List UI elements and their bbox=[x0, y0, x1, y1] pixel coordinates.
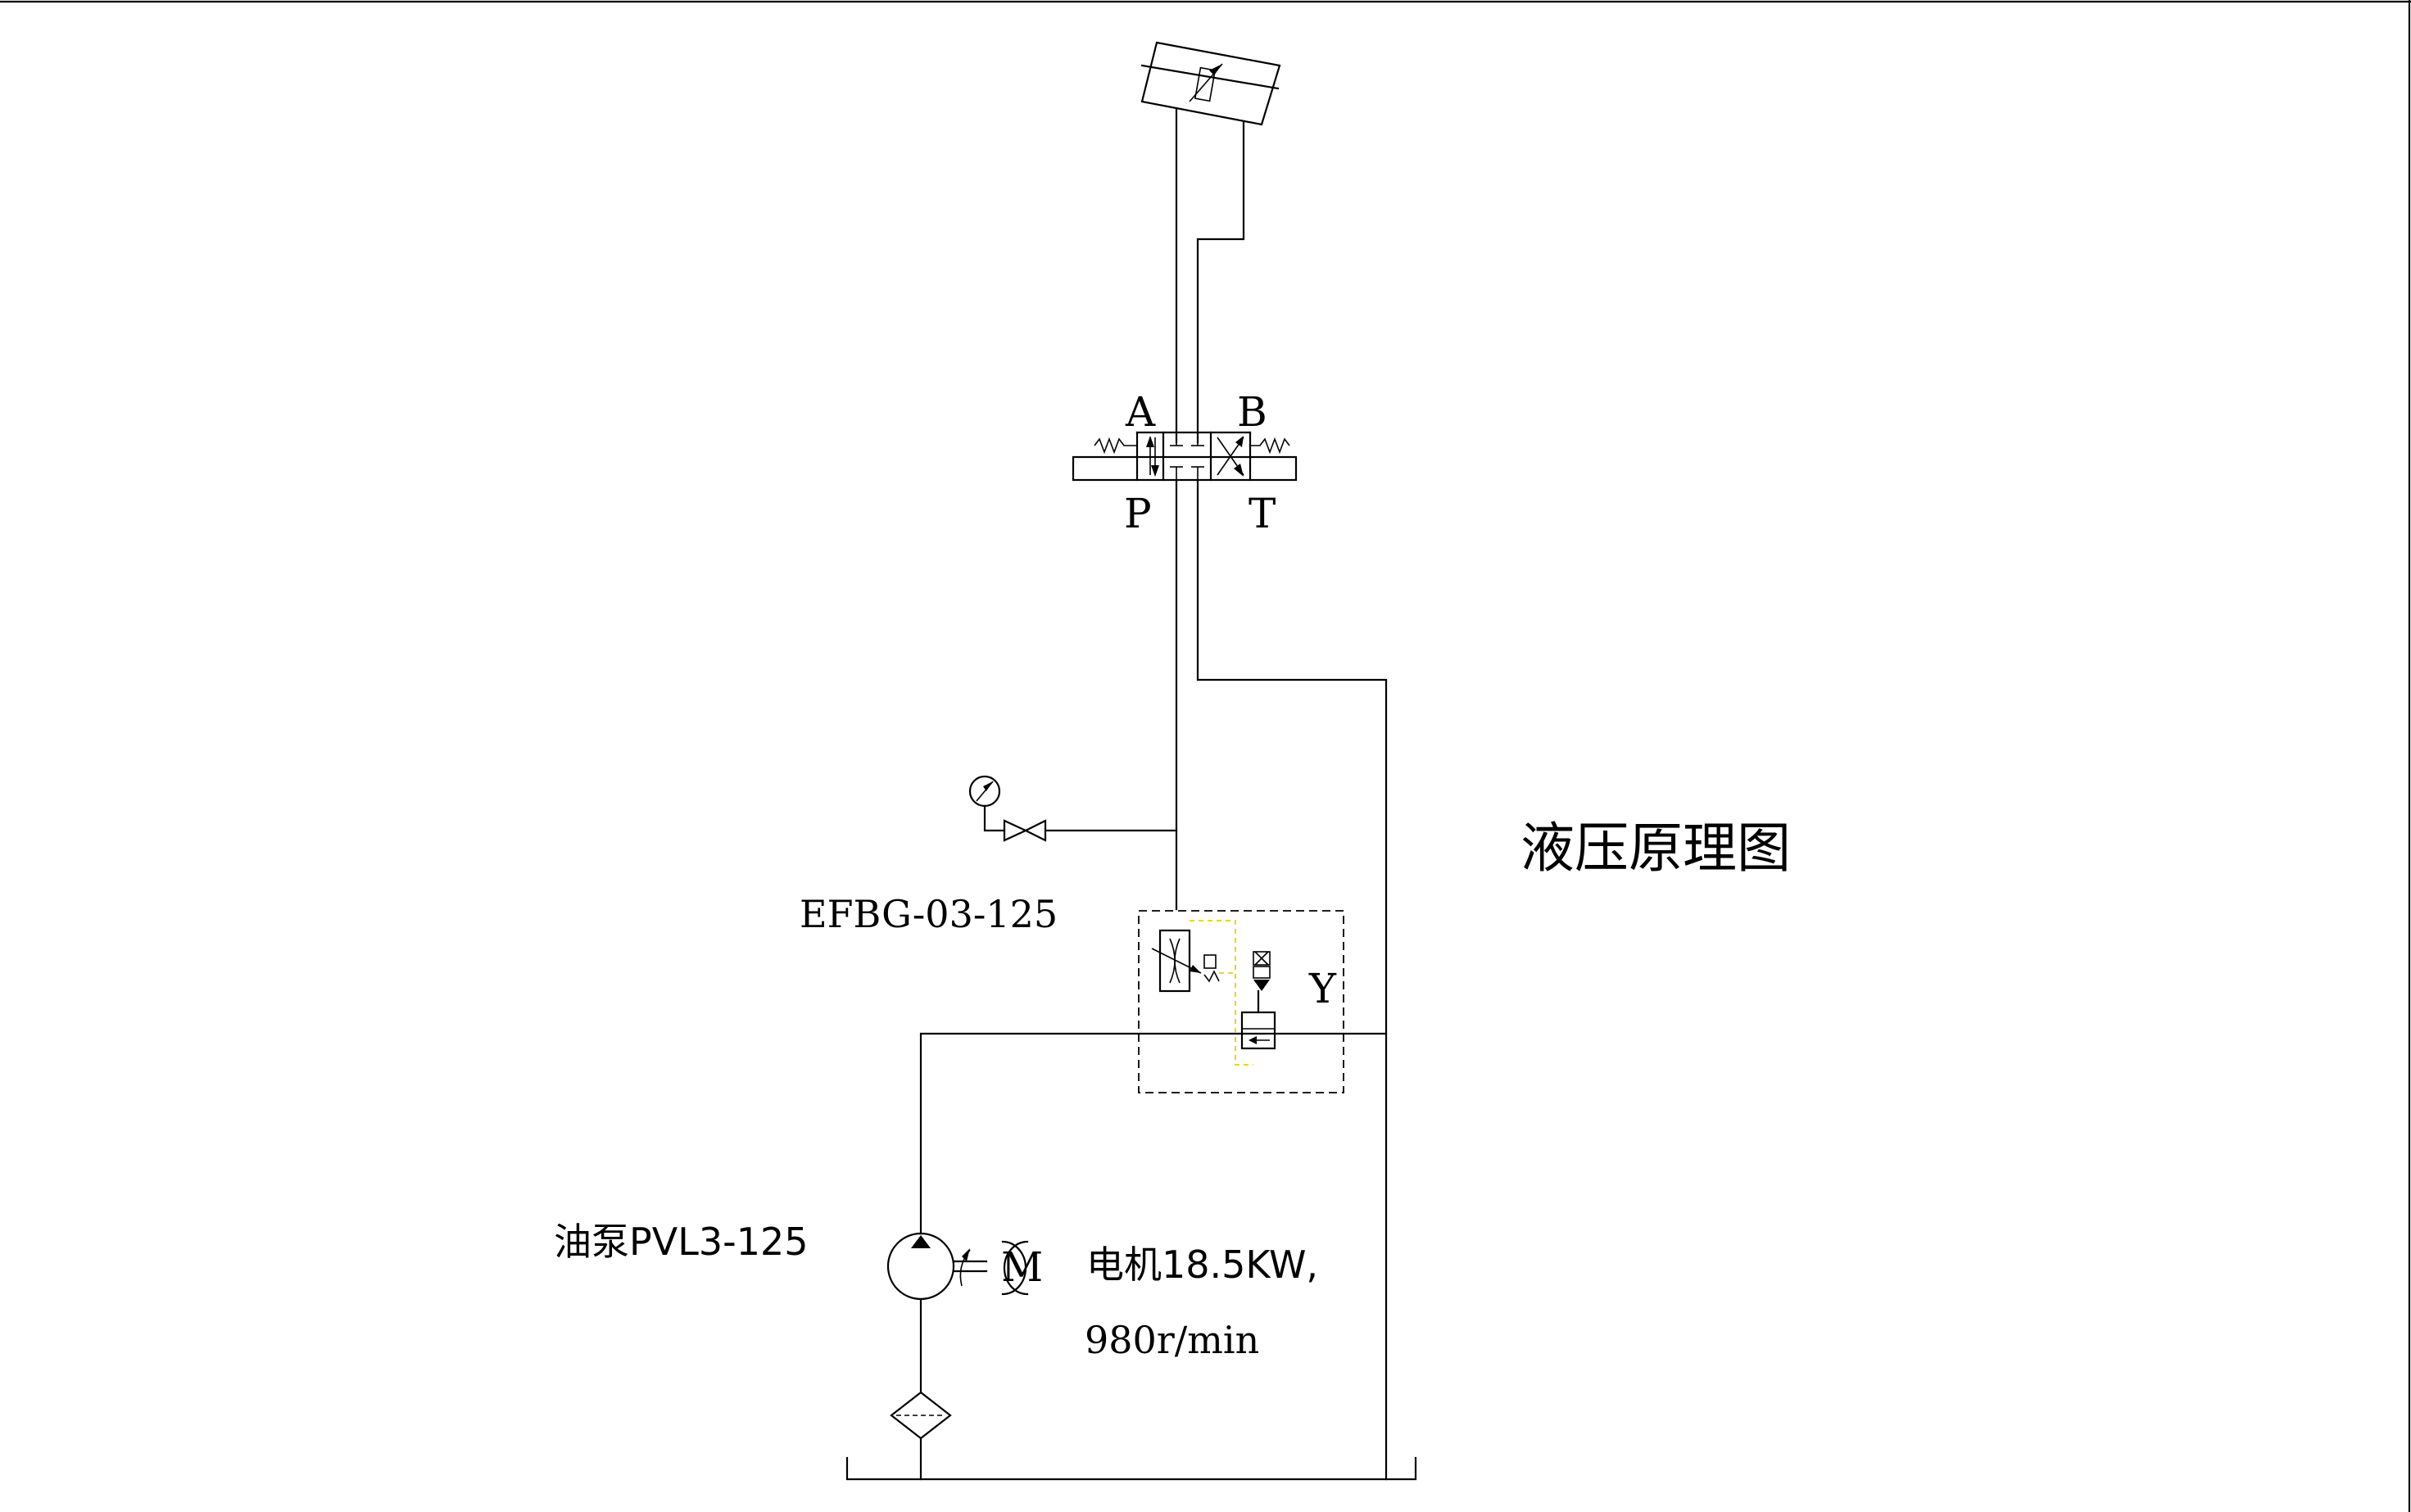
motor-symbol: M bbox=[1001, 1243, 1043, 1291]
valve-block-icon bbox=[1138, 910, 1344, 1093]
port-p-label: P bbox=[1124, 490, 1152, 537]
motor-spec-line2: 980r/min bbox=[1085, 1318, 1259, 1362]
port-a-label: A bbox=[1125, 388, 1156, 436]
valve-block-model: EFBG-03-125 bbox=[800, 892, 1058, 936]
y-port-label: Y bbox=[1308, 965, 1337, 1012]
pump-label: 油泵PVL3-125 bbox=[554, 1220, 809, 1264]
pipelines bbox=[919, 106, 1388, 1481]
motor-icon: M bbox=[1001, 1240, 1043, 1296]
motor-spec-line1: 电机18.5KW, bbox=[1086, 1243, 1318, 1287]
directional-valve-icon bbox=[1072, 431, 1298, 482]
tank-icon bbox=[845, 1456, 1417, 1481]
shutoff-valve-icon bbox=[1003, 819, 1047, 842]
port-b-label: B bbox=[1237, 388, 1267, 436]
page-title: 液压原理图 bbox=[1520, 817, 1791, 880]
hydraulic-cylinder-icon bbox=[1140, 41, 1281, 126]
filter-icon bbox=[890, 1391, 952, 1440]
port-t-label: T bbox=[1249, 490, 1276, 537]
pressure-gauge-icon bbox=[968, 775, 1006, 832]
pump-icon bbox=[886, 1232, 988, 1301]
